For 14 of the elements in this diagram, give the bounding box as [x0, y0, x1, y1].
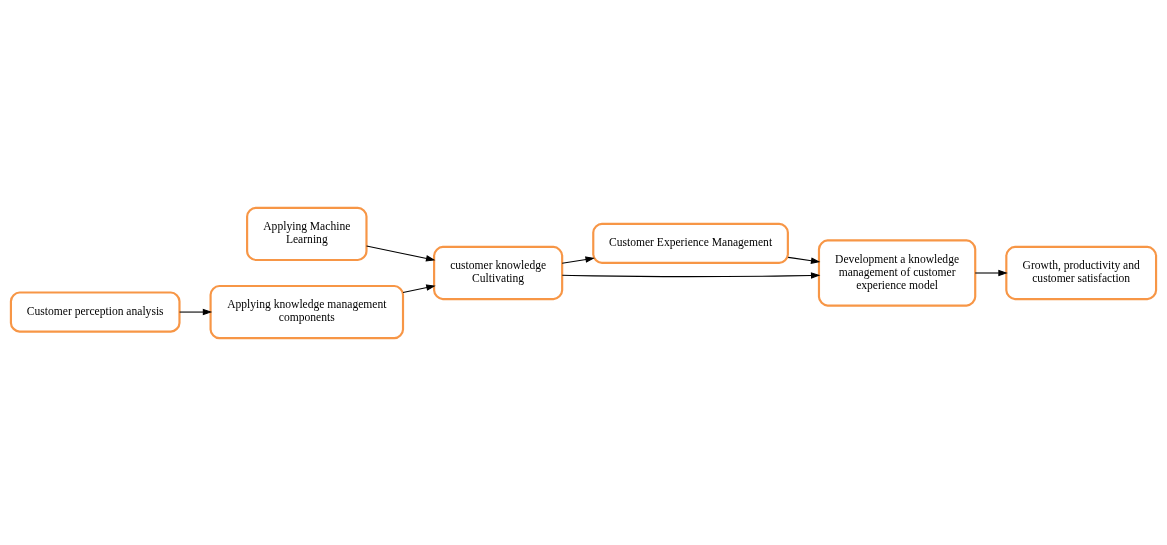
node-box: Development a knowledge management of customer experience model [817, 238, 977, 307]
node-box: Customer Experience Management [592, 222, 789, 264]
arrow [974, 269, 1008, 276]
node-box: Customer perception analysis [9, 290, 181, 333]
arrow [402, 283, 436, 293]
arrow [561, 255, 595, 264]
arrow [787, 256, 821, 264]
node-box: Applying knowledge management components [209, 284, 405, 339]
arrow [179, 308, 213, 315]
node-box: customer knowledge Cultivating [433, 245, 564, 300]
arrow [561, 271, 821, 279]
node-box: Applying Machine Learning [246, 206, 368, 261]
node-box: Growth, productivity and customer satisfaction [1005, 245, 1158, 300]
arrow [366, 245, 436, 262]
